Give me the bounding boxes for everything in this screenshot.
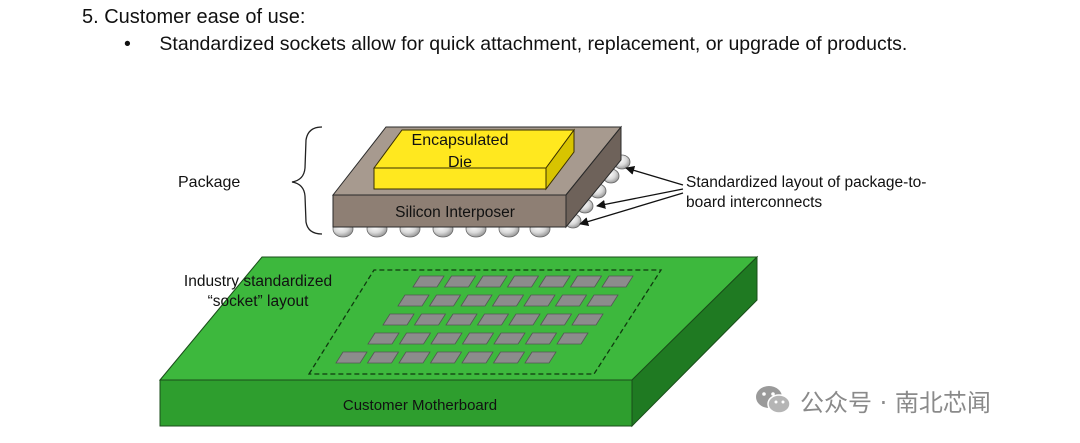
socket-pad (443, 275, 477, 288)
socket-pad (539, 313, 573, 326)
socket-pad (556, 332, 589, 345)
interconnect-callout: Standardized layout of package-to- board… (579, 165, 926, 226)
socket-pad (428, 294, 462, 307)
die-label-line1: Encapsulated (412, 132, 509, 149)
wechat-icon (756, 386, 791, 414)
socket-pad (508, 313, 541, 326)
package-brace (291, 126, 323, 235)
socket-pad (412, 275, 445, 288)
socket-pad (461, 351, 494, 364)
socket-pad (398, 351, 431, 364)
interposer-front-face (332, 194, 567, 228)
socket-pad (492, 351, 526, 364)
socket-layout (307, 269, 663, 375)
socket-pad (523, 294, 556, 307)
socket-pad (382, 313, 415, 326)
socket-pad (475, 275, 508, 288)
socket-pad (586, 294, 619, 307)
package: Silicon Interposer Encapsulated Die (331, 125, 631, 238)
socket-pad (413, 313, 447, 326)
watermark: 公众号 · 南北芯闻 (754, 380, 991, 420)
socket-pad (491, 294, 525, 307)
interconnect-label-line2: board interconnects (686, 194, 822, 211)
socket-pad (493, 332, 526, 345)
socket-pad-grid (335, 275, 634, 364)
die-front-face (373, 167, 547, 190)
socket-pad (460, 294, 493, 307)
socket-pad (506, 275, 540, 288)
interposer-label: Silicon Interposer (395, 204, 515, 221)
socket-pad (538, 275, 571, 288)
socket-pad (524, 332, 558, 345)
bullet-marker: • (124, 33, 131, 55)
socket-pad (476, 313, 510, 326)
socket-pad (335, 351, 368, 364)
socket-pad (571, 313, 604, 326)
socket-pad (445, 313, 478, 326)
socket-outline (307, 269, 663, 375)
watermark-text: 公众号 · 南北芯闻 (800, 388, 991, 417)
interconnect-arrow-2 (596, 188, 684, 209)
motherboard-front-face (159, 379, 633, 427)
motherboard-label: Customer Motherboard (343, 397, 497, 414)
socket-pad (397, 294, 430, 307)
slide-heading: 5. Customer ease of use: (82, 6, 306, 28)
socket-pad (367, 332, 400, 345)
socket-pad (601, 275, 634, 288)
interconnect-arrow-3 (579, 192, 684, 226)
socket-pad (366, 351, 400, 364)
socket-pad (461, 332, 495, 345)
socket-label-line1: Industry standardized (184, 273, 332, 290)
interconnect-label-line1: Standardized layout of package-to- (686, 174, 926, 191)
socket-label-line2: “socket” layout (208, 293, 309, 310)
socket-pad (429, 351, 463, 364)
package-label: Package (178, 174, 240, 191)
interconnect-arrow-1 (625, 165, 684, 186)
socket-pad (398, 332, 432, 345)
bullet-text: Standardized sockets allow for quick att… (159, 33, 908, 55)
socket-pad (554, 294, 588, 307)
socket-pad (430, 332, 463, 345)
socket-pad (524, 351, 557, 364)
die-label-line2: Die (448, 154, 472, 171)
socket-pad (569, 275, 603, 288)
bullet-item: • Standardized sockets allow for quick a… (124, 33, 907, 56)
